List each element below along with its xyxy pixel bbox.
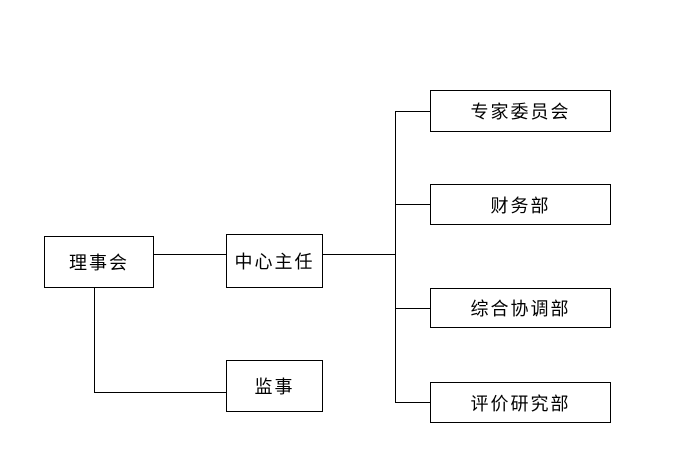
node-board-of-directors: 理事会	[44, 236, 154, 288]
connector-to-evaluation-dept	[395, 402, 430, 403]
node-supervisor: 监事	[226, 360, 323, 412]
connector-board-down	[94, 288, 95, 392]
node-general-coordination-department: 综合协调部	[430, 288, 611, 328]
connector-director-to-trunk	[323, 254, 395, 255]
connector-board-to-supervisor	[94, 392, 226, 393]
connector-trunk	[395, 111, 396, 403]
connector-to-finance-dept	[395, 204, 430, 205]
connector-to-expert-committee	[395, 111, 430, 112]
node-finance-department: 财务部	[430, 184, 611, 225]
connector-to-coordination-dept	[395, 308, 430, 309]
node-expert-committee: 专家委员会	[430, 90, 611, 132]
node-center-director: 中心主任	[226, 234, 323, 288]
node-evaluation-research-department: 评价研究部	[430, 382, 611, 423]
connector-board-to-director	[154, 254, 226, 255]
